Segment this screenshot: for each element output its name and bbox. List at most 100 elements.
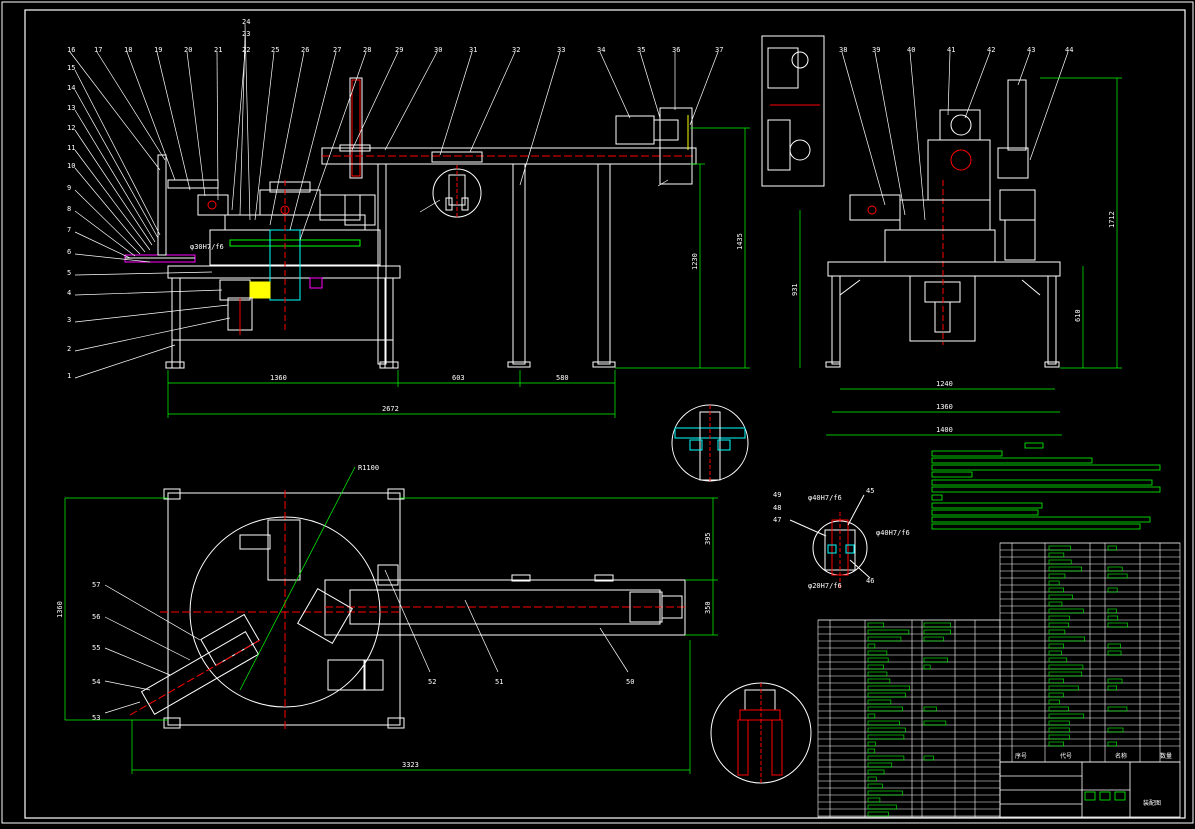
part-label-46: 46 xyxy=(866,577,874,585)
part-label-47: 47 xyxy=(773,516,781,524)
technical-notes xyxy=(931,442,1161,530)
part-label-7: 7 xyxy=(67,226,71,234)
dim-front-1435: 1435 xyxy=(736,233,744,250)
part-label-10: 10 xyxy=(67,162,75,170)
part-label-56: 56 xyxy=(92,613,100,621)
detail-view-c xyxy=(710,682,812,784)
part-label-38: 38 xyxy=(839,46,847,54)
dim-side-1712: 1712 xyxy=(1108,211,1116,228)
plan-view xyxy=(129,488,686,730)
dim-front-580: 580 xyxy=(556,374,569,382)
part-label-40: 40 xyxy=(907,46,915,54)
part-label-12: 12 xyxy=(67,124,75,132)
dim-plan-395: 395 xyxy=(704,532,712,545)
front-view xyxy=(124,77,697,369)
title-block xyxy=(999,761,1181,818)
detail-view-b xyxy=(789,494,871,588)
bill-of-materials xyxy=(817,542,1181,818)
part-label-21: 21 xyxy=(214,46,222,54)
part-label-29: 29 xyxy=(395,46,403,54)
part-label-23: 23 xyxy=(242,30,250,38)
part-label-8: 8 xyxy=(67,205,71,213)
part-label-28: 28 xyxy=(363,46,371,54)
part-label-20: 20 xyxy=(184,46,192,54)
part-label-19: 19 xyxy=(154,46,162,54)
part-label-2: 2 xyxy=(67,345,71,353)
part-label-42: 42 xyxy=(987,46,995,54)
dim-front-603: 603 xyxy=(452,374,465,382)
part-label-53: 53 xyxy=(92,714,100,722)
part-label-50: 50 xyxy=(626,678,634,686)
part-label-9: 9 xyxy=(67,184,71,192)
part-label-18: 18 xyxy=(124,46,132,54)
plan-view-dimensions xyxy=(64,497,718,774)
part-label-6: 6 xyxy=(67,248,71,256)
side-view-dimensions xyxy=(799,77,1122,436)
part-label-5: 5 xyxy=(67,269,71,277)
part-label-37: 37 xyxy=(715,46,723,54)
front-view-dimensions xyxy=(167,127,750,418)
side-view xyxy=(761,35,1061,368)
title-block-name: 装配图 xyxy=(1143,799,1161,807)
part-label-24: 24 xyxy=(242,18,250,26)
dim-front-1360: 1360 xyxy=(270,374,287,382)
dim-plan-r1100: R1100 xyxy=(358,464,379,472)
part-label-22: 22 xyxy=(242,46,250,54)
bom-entries xyxy=(867,545,1128,817)
part-label-27: 27 xyxy=(333,46,341,54)
part-label-31: 31 xyxy=(469,46,477,54)
dim-side-1400: 1400 xyxy=(936,426,953,434)
plan-view-leaders xyxy=(104,466,629,714)
part-label-35: 35 xyxy=(637,46,645,54)
part-label-48: 48 xyxy=(773,504,781,512)
part-label-15: 15 xyxy=(67,64,75,72)
front-view-leaders xyxy=(69,23,719,379)
dim-front-1230: 1230 xyxy=(691,253,699,270)
part-label-55: 55 xyxy=(92,644,100,652)
dim-side-1360: 1360 xyxy=(936,403,953,411)
part-label-43: 43 xyxy=(1027,46,1035,54)
fit-detail-1: φ40H7/f6 xyxy=(808,494,842,502)
dim-side-1240: 1240 xyxy=(936,380,953,388)
part-label-52: 52 xyxy=(428,678,436,686)
dim-front-2672: 2672 xyxy=(382,405,399,413)
part-label-14: 14 xyxy=(67,84,75,92)
part-label-51: 51 xyxy=(495,678,503,686)
part-label-4: 4 xyxy=(67,289,71,297)
part-label-41: 41 xyxy=(947,46,955,54)
part-label-11: 11 xyxy=(67,144,75,152)
part-label-44: 44 xyxy=(1065,46,1073,54)
part-label-32: 32 xyxy=(512,46,520,54)
part-label-45: 45 xyxy=(866,487,874,495)
part-label-1: 1 xyxy=(67,372,71,380)
dimension-labels: 1360 603 580 2672 1230 1435 φ30H7/f6 124… xyxy=(56,211,1172,807)
part-label-25: 25 xyxy=(271,46,279,54)
part-label-16: 16 xyxy=(67,46,75,54)
part-label-3: 3 xyxy=(67,316,71,324)
bom-header-code: 代号 xyxy=(1060,752,1072,760)
part-label-30: 30 xyxy=(434,46,442,54)
detail-part-numbers: 45 46 47 48 49 xyxy=(773,487,874,585)
bom-header-qty: 数量 xyxy=(1160,752,1172,760)
detail-view-a xyxy=(671,404,749,482)
part-label-26: 26 xyxy=(301,46,309,54)
part-label-54: 54 xyxy=(92,678,100,686)
part-label-13: 13 xyxy=(67,104,75,112)
part-label-17: 17 xyxy=(94,46,102,54)
side-view-leaders xyxy=(841,51,1069,221)
part-label-49: 49 xyxy=(773,491,781,499)
part-label-36: 36 xyxy=(672,46,680,54)
part-label-34: 34 xyxy=(597,46,605,54)
part-label-33: 33 xyxy=(557,46,565,54)
top-part-numbers: 16 17 18 19 20 21 22 23 24 25 26 27 28 29 30 31 32 33 34 35… xyxy=(67,18,723,54)
fit-detail-2: φ40H7/f6 xyxy=(876,529,910,537)
dim-plan-350: 350 xyxy=(704,601,712,614)
dim-plan-1360: 1360 xyxy=(56,601,64,618)
dim-plan-3323: 3323 xyxy=(402,761,419,769)
